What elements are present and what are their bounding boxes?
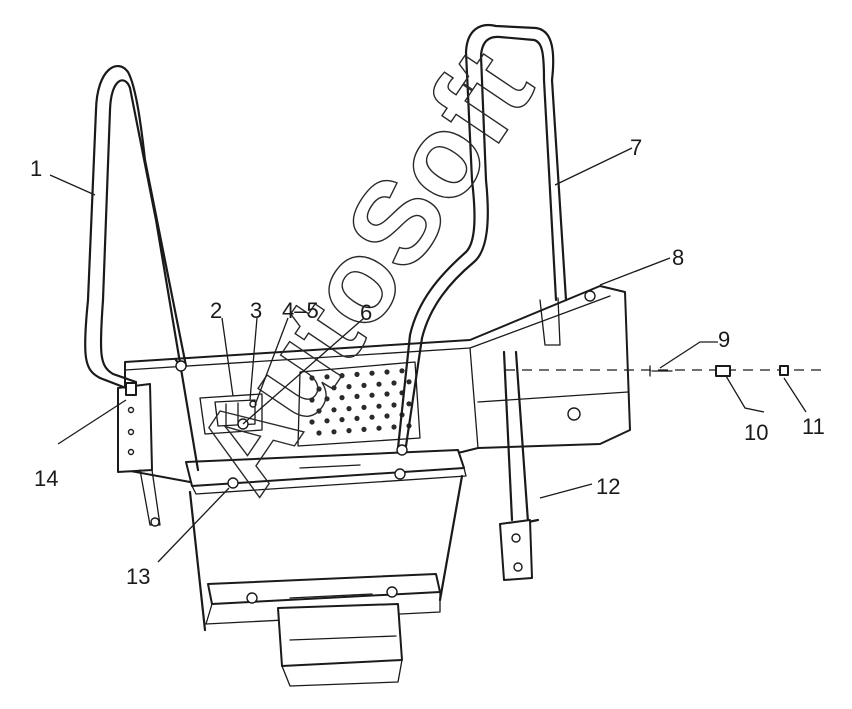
callout-1: 1 (30, 156, 42, 181)
callout-12: 12 (596, 474, 620, 499)
right-handrail (396, 23, 568, 456)
callout-9: 9 (718, 327, 730, 352)
bolt-9 (649, 365, 673, 377)
perforation-hole (354, 415, 360, 421)
callout-8: 8 (672, 245, 684, 270)
perforation-hole (346, 406, 352, 412)
perforation-hole (331, 385, 337, 391)
perforation-hole (339, 417, 345, 423)
cap-11 (779, 365, 789, 376)
perforation-hole (346, 428, 352, 434)
callout-labels: 1 2 3 4–5 6 7 8 9 10 11 12 13 14 (30, 135, 825, 589)
perforation-hole (369, 392, 375, 398)
perforation-hole (369, 370, 375, 376)
latch-assembly (199, 393, 263, 435)
perforation-hole (309, 419, 315, 425)
left-side-bracket (117, 382, 161, 527)
middle-step (185, 449, 467, 632)
callout-4-5: 4–5 (282, 298, 319, 323)
perforation-hole (384, 369, 390, 375)
nut-10 (715, 365, 731, 377)
perforation-hole (339, 395, 345, 401)
callout-14: 14 (34, 466, 58, 491)
leader-lines (49, 147, 807, 563)
bottom-drop-step (277, 603, 403, 687)
perforation-hole (324, 418, 330, 424)
perforation-hole (391, 380, 397, 386)
perforation-hole (376, 403, 382, 409)
perforated-tread (297, 361, 421, 447)
callout-7: 7 (630, 135, 642, 160)
perforation-hole (376, 381, 382, 387)
perforation-hole (324, 396, 330, 402)
perforation-hole (369, 414, 375, 420)
perforation-hole (316, 408, 322, 414)
perforation-hole (316, 386, 322, 392)
perforation-hole (376, 425, 382, 431)
callout-2: 2 (210, 298, 222, 323)
perforation-hole (384, 413, 390, 419)
perforation-hole (361, 426, 367, 432)
perforation-hole (316, 430, 322, 436)
perforation-hole (391, 424, 397, 430)
perforation-hole (361, 382, 367, 388)
right-end-plate (567, 290, 596, 421)
perforation-hole (346, 384, 352, 390)
callout-3: 3 (250, 298, 262, 323)
perforation-hole (354, 371, 360, 377)
perforation-hole (399, 368, 405, 374)
perforation-hole (309, 375, 315, 381)
perforation-hole (361, 404, 367, 410)
perforation-hole (354, 393, 360, 399)
perforation-hole (331, 429, 337, 435)
perforation-hole (406, 379, 412, 385)
left-handrail (84, 65, 200, 472)
perforation-hole (406, 401, 412, 407)
callout-6: 6 (360, 300, 372, 325)
right-hanger-bracket (499, 350, 540, 581)
perforation-hole (309, 397, 315, 403)
fastener-axis (505, 365, 822, 377)
perforation-hole (391, 402, 397, 408)
callout-11: 11 (802, 414, 825, 439)
callout-10: 10 (744, 420, 768, 445)
lower-step (205, 573, 441, 625)
perforation-hole (324, 374, 330, 380)
perforation-hole (339, 373, 345, 379)
callout-13: 13 (126, 564, 150, 589)
perforation-hole (331, 407, 337, 413)
perforation-hole (384, 391, 390, 397)
